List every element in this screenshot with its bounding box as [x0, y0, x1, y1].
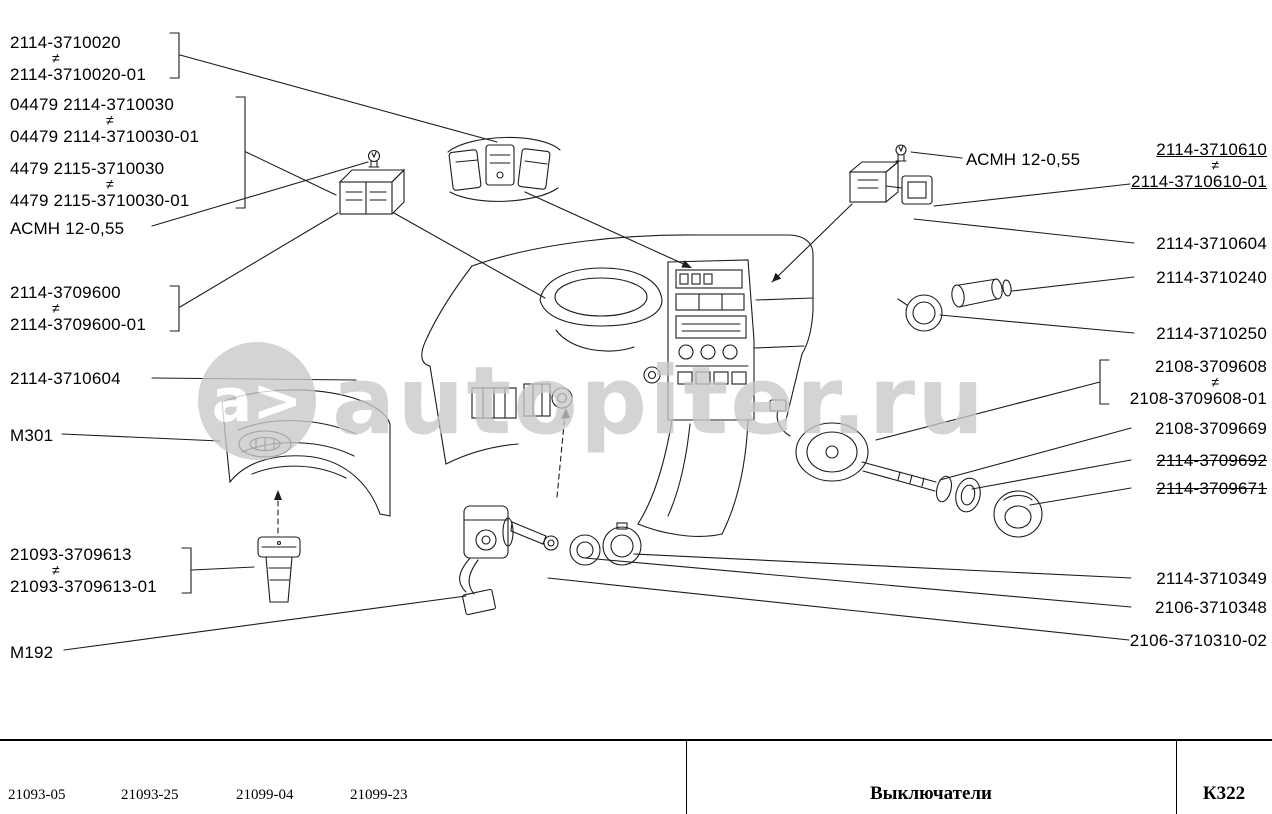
part-label-3710240: 2114-3710240: [1156, 268, 1267, 287]
not-interchangeable-icon: ≠: [52, 562, 60, 578]
headlight-switch-drawing: [769, 399, 1043, 538]
leader-lines: [61, 32, 1135, 651]
not-interchangeable-icon: ≠: [106, 112, 114, 128]
part-label-3710349: 2114-3710349: [1156, 569, 1267, 588]
window-switch-drawing: [257, 490, 301, 603]
part-number: 2114-3710349: [1156, 569, 1267, 588]
not-interchangeable-icon: ≠: [106, 176, 114, 192]
part-label-m301: М301: [10, 426, 53, 445]
part-number-link[interactable]: 2114-3710610-01: [1131, 172, 1267, 191]
part-label-3709671: 2114-3709671: [1156, 479, 1267, 498]
part-number: 4479 2115-3710030-01: [10, 191, 190, 210]
part-label-3710250: 2114-3710250: [1156, 324, 1267, 343]
ignition-switch-drawing: [459, 408, 642, 616]
spacer: [10, 146, 199, 159]
part-number: 2114-3710020: [10, 33, 121, 52]
part-number: 2108-3709608-01: [1129, 389, 1267, 408]
part-number: 2114-3710020-01: [10, 65, 146, 84]
part-number-superseded: 2114-3709692: [1156, 451, 1267, 470]
part-label-3710604-left: 2114-3710604: [10, 369, 121, 388]
part-label-3710348: 2106-3710348: [1155, 598, 1267, 617]
part-number: 21093-3709613: [10, 545, 132, 564]
part-number: 21093-3709613-01: [10, 577, 157, 596]
model-code: 21099-04: [236, 787, 294, 803]
part-number: 04479 2114-3710030: [10, 95, 174, 114]
part-number: АСМН 12-0,55: [10, 219, 125, 238]
part-group-3709600: 2114-3709600 ≠ 2114-3709600-01: [10, 283, 146, 334]
part-number: 2114-3710240: [1156, 268, 1267, 287]
part-group-3710610: 2114-3710610 ≠ 2114-3710610-01: [1131, 140, 1267, 191]
footer-divider: [0, 739, 1272, 741]
footer-cell-divider: [686, 739, 687, 814]
part-label-m192: М192: [10, 643, 53, 662]
part-number: 2114-3709600-01: [10, 315, 146, 334]
footer-cell-divider: [1176, 739, 1177, 814]
part-number: М192: [10, 643, 54, 662]
bulb-icon-right: [895, 144, 907, 162]
lamp-label-right: АСМН 12-0,55: [966, 150, 1080, 169]
model-code: 21099-23: [350, 787, 408, 803]
part-number: 2108-3709608: [1154, 357, 1267, 376]
part-group-3710030: 04479 2114-3710030 ≠ 04479 2114-3710030-…: [10, 95, 199, 210]
switch-drawing-top-right: [771, 160, 933, 283]
not-interchangeable-icon: ≠: [1211, 157, 1219, 173]
part-group-3710020: 2114-3710020 ≠ 2114-3710020-01: [10, 33, 146, 84]
footer-table: 21093-05 21093-25 21099-04 21099-23 Выкл…: [0, 739, 1272, 814]
part-number: 2106-3710348: [1154, 598, 1267, 617]
part-number: 04479 2114-3710030-01: [10, 127, 200, 146]
part-number: М301: [10, 426, 54, 445]
bulb-icon-left: [367, 149, 381, 168]
part-label-3709669: 2108-3709669: [1155, 419, 1267, 438]
section-title: Выключатели: [869, 783, 992, 804]
dashboard-drawing: [421, 234, 814, 537]
switch-module-drawing: [338, 168, 546, 299]
part-number: 2114-3710604: [1156, 234, 1267, 253]
part-number: 2114-3709600: [10, 283, 121, 302]
part-number: 4479 2115-3710030: [10, 159, 165, 178]
cigarette-lighter-drawing: [897, 278, 1012, 332]
part-number: 2106-3710310-02: [1129, 631, 1267, 650]
part-number: 2114-3710604: [10, 369, 121, 388]
lamp-label-left: АСМН 12-0,55: [10, 219, 124, 238]
part-number-superseded: 2114-3709671: [1156, 479, 1267, 498]
page-code: К322: [1202, 783, 1246, 804]
part-number: 2108-3709669: [1154, 419, 1267, 438]
part-group-3709608: 2108-3709608 ≠ 2108-3709608-01: [1130, 357, 1267, 408]
part-label-3709692: 2114-3709692: [1156, 451, 1267, 470]
not-interchangeable-icon: ≠: [52, 50, 60, 66]
not-interchangeable-icon: ≠: [1211, 374, 1219, 390]
part-number: АСМН 12-0,55: [966, 150, 1081, 169]
not-interchangeable-icon: ≠: [52, 300, 60, 316]
part-label-3710604-right: 2114-3710604: [1156, 234, 1267, 253]
part-group-3709613: 21093-3709613 ≠ 21093-3709613-01: [10, 545, 157, 596]
model-code: 21093-05: [8, 787, 66, 803]
switch-cluster-drawing: [447, 136, 692, 268]
part-number-link[interactable]: 2114-3710610: [1156, 140, 1267, 159]
part-label-3710310: 2106-3710310-02: [1130, 631, 1267, 650]
model-code: 21093-25: [121, 787, 179, 803]
part-number: 2114-3710250: [1156, 324, 1267, 343]
